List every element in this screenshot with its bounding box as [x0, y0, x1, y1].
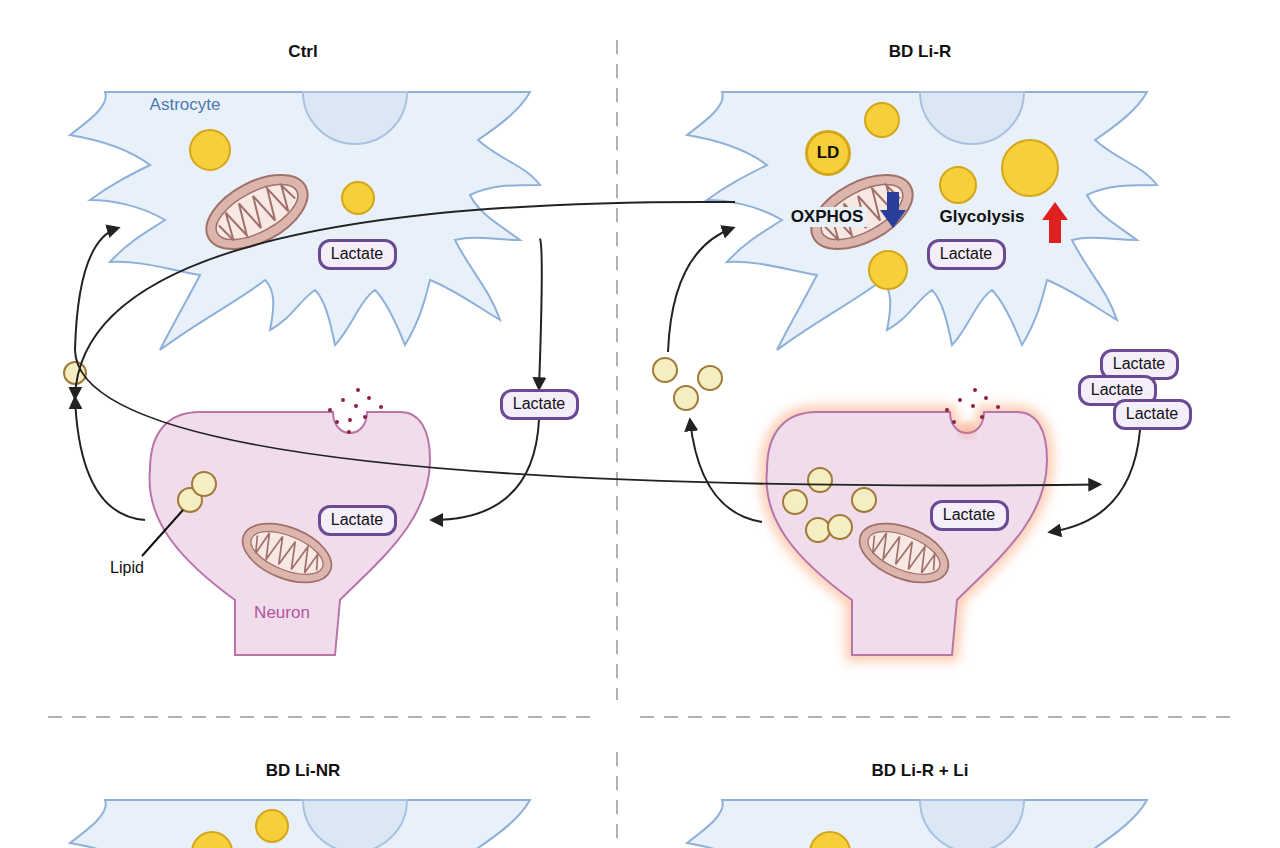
part-label: Lipid [110, 559, 144, 577]
lipid-droplets [653, 358, 876, 542]
cell-label: Neuron [254, 603, 310, 623]
astrocyte-region: OXPHOS Glycolysis LD Lactate [735, 92, 1135, 354]
lipid-droplet: LD [806, 131, 850, 175]
lactate-box: Lactate [927, 239, 1006, 270]
lactate-label: Lactate [940, 245, 992, 263]
cell-label: Glycolysis [936, 207, 1027, 227]
lactate-box: Lactate [930, 500, 1009, 531]
cell-label: Astrocyte [150, 95, 221, 115]
flow-arrow [75, 202, 1100, 486]
astrocyte-cell [70, 800, 540, 848]
astrocyte-cell [687, 800, 1157, 848]
lactate-box: Lactate [318, 505, 397, 536]
astrocyte-region: AstrocyteLactate [118, 92, 540, 354]
lactate-label: Lactate [1126, 405, 1178, 423]
droplet-label: LD [817, 143, 840, 163]
lactate-label: Lactate [1113, 355, 1165, 373]
astrocyte-cell [687, 92, 1157, 350]
panel-title: Ctrl [288, 42, 317, 62]
lactate-box: Lactate [500, 389, 579, 420]
lactate-label: Lactate [943, 506, 995, 524]
panel-title: BD Li-R + Li [872, 761, 969, 781]
astrocyte-cell [70, 92, 540, 350]
lactate-box: Lactate [318, 239, 397, 270]
panel-divider [48, 40, 1232, 848]
lactate-label: Lactate [513, 395, 565, 413]
down-arrow [880, 192, 906, 228]
cell-label: OXPHOS [788, 207, 867, 227]
lipid-droplets [192, 810, 850, 848]
lactate-label: Lactate [331, 511, 383, 529]
neuron-cell [767, 388, 1047, 655]
panel-title: BD Li-R [889, 42, 951, 62]
lactate-box: Lactate [1113, 399, 1192, 430]
neuron-region: Neuron Lactate [145, 410, 432, 655]
flow-arrow [668, 228, 1140, 532]
flow-arrow [539, 239, 542, 389]
flow-arrow [75, 228, 145, 520]
lactate-label: Lactate [331, 245, 383, 263]
up-arrow [1042, 202, 1068, 243]
panel-title: BD Li-NR [266, 761, 341, 781]
lactate-label: Lactate [1091, 381, 1143, 399]
